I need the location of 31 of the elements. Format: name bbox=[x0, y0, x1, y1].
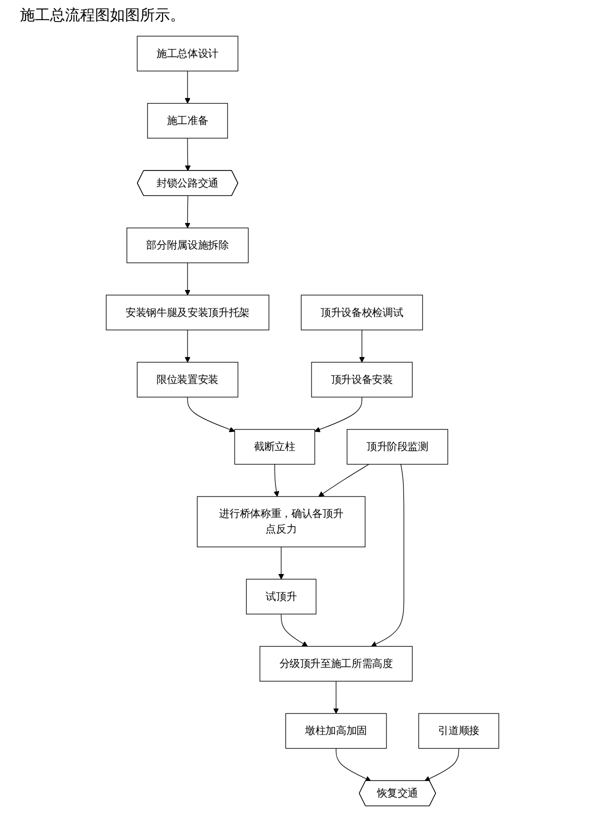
node-box: 进行桥体称重，确认各顶升点反力 bbox=[196, 496, 366, 548]
arrow bbox=[187, 396, 235, 432]
arrow bbox=[333, 680, 339, 714]
node-box: 顶升设备校检调试 bbox=[300, 294, 423, 330]
node-box: 分级顶升至施工所需高度 bbox=[260, 646, 413, 682]
arrow bbox=[278, 546, 284, 580]
node-box: 试顶升 bbox=[246, 578, 316, 614]
arrow bbox=[280, 614, 308, 647]
node-box: 施工总体设计 bbox=[136, 36, 238, 72]
arrow bbox=[184, 70, 190, 104]
arrow bbox=[371, 464, 404, 647]
arrow bbox=[184, 330, 190, 362]
node-box: 顶升阶段监测 bbox=[346, 429, 448, 465]
heading: 施工总流程图如图所示。 bbox=[20, 6, 186, 25]
arrow bbox=[274, 464, 280, 497]
node-box: 施工准备 bbox=[147, 103, 228, 138]
node-box: 安装钢牛腿及安装顶升托架 bbox=[106, 294, 270, 330]
node-box: 截断立柱 bbox=[234, 429, 316, 465]
node-box: 顶升设备安装 bbox=[311, 362, 413, 398]
arrow bbox=[359, 330, 365, 362]
arrow bbox=[184, 196, 190, 228]
arrow bbox=[424, 748, 460, 782]
arrow bbox=[184, 138, 191, 172]
node-box: 引道顺接 bbox=[418, 713, 500, 749]
node-box: 限位装置安装 bbox=[136, 362, 238, 398]
arrow bbox=[314, 396, 362, 432]
arrow bbox=[184, 262, 190, 296]
node-box: 墩柱加高加固 bbox=[285, 713, 387, 749]
arrow bbox=[318, 464, 370, 497]
node-box: 部分附属设施拆除 bbox=[126, 228, 249, 264]
arrow bbox=[336, 748, 372, 782]
